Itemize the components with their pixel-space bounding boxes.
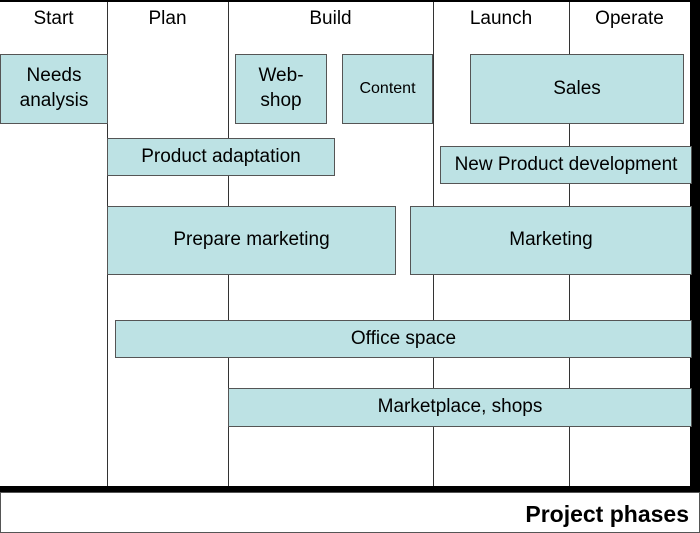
phase-start: Start [33,8,74,29]
footer-title: Project phases [525,501,689,527]
task-content: Content [342,54,433,124]
task-web-shop: Web-shop [235,54,327,124]
task-product-adaptation: Product adaptation [107,138,335,176]
task-prepare-marketing: Prepare marketing [107,206,396,275]
phase-plan: Plan [148,8,187,29]
phase-build: Build [309,8,352,29]
task-sales: Sales [470,54,684,124]
task-marketing: Marketing [410,206,692,275]
phase-launch: Launch [469,8,533,29]
task-new-product-development: New Product development [440,146,692,184]
task-needs-analysis: Needs analysis [0,54,108,124]
footer: Project phases [0,492,700,533]
task-office-space: Office space [115,320,692,358]
task-marketplace-shops: Marketplace, shops [228,388,692,427]
phase-grid: Start Plan Build Launch Operate Needs an… [0,2,692,486]
phase-operate: Operate [595,8,664,29]
